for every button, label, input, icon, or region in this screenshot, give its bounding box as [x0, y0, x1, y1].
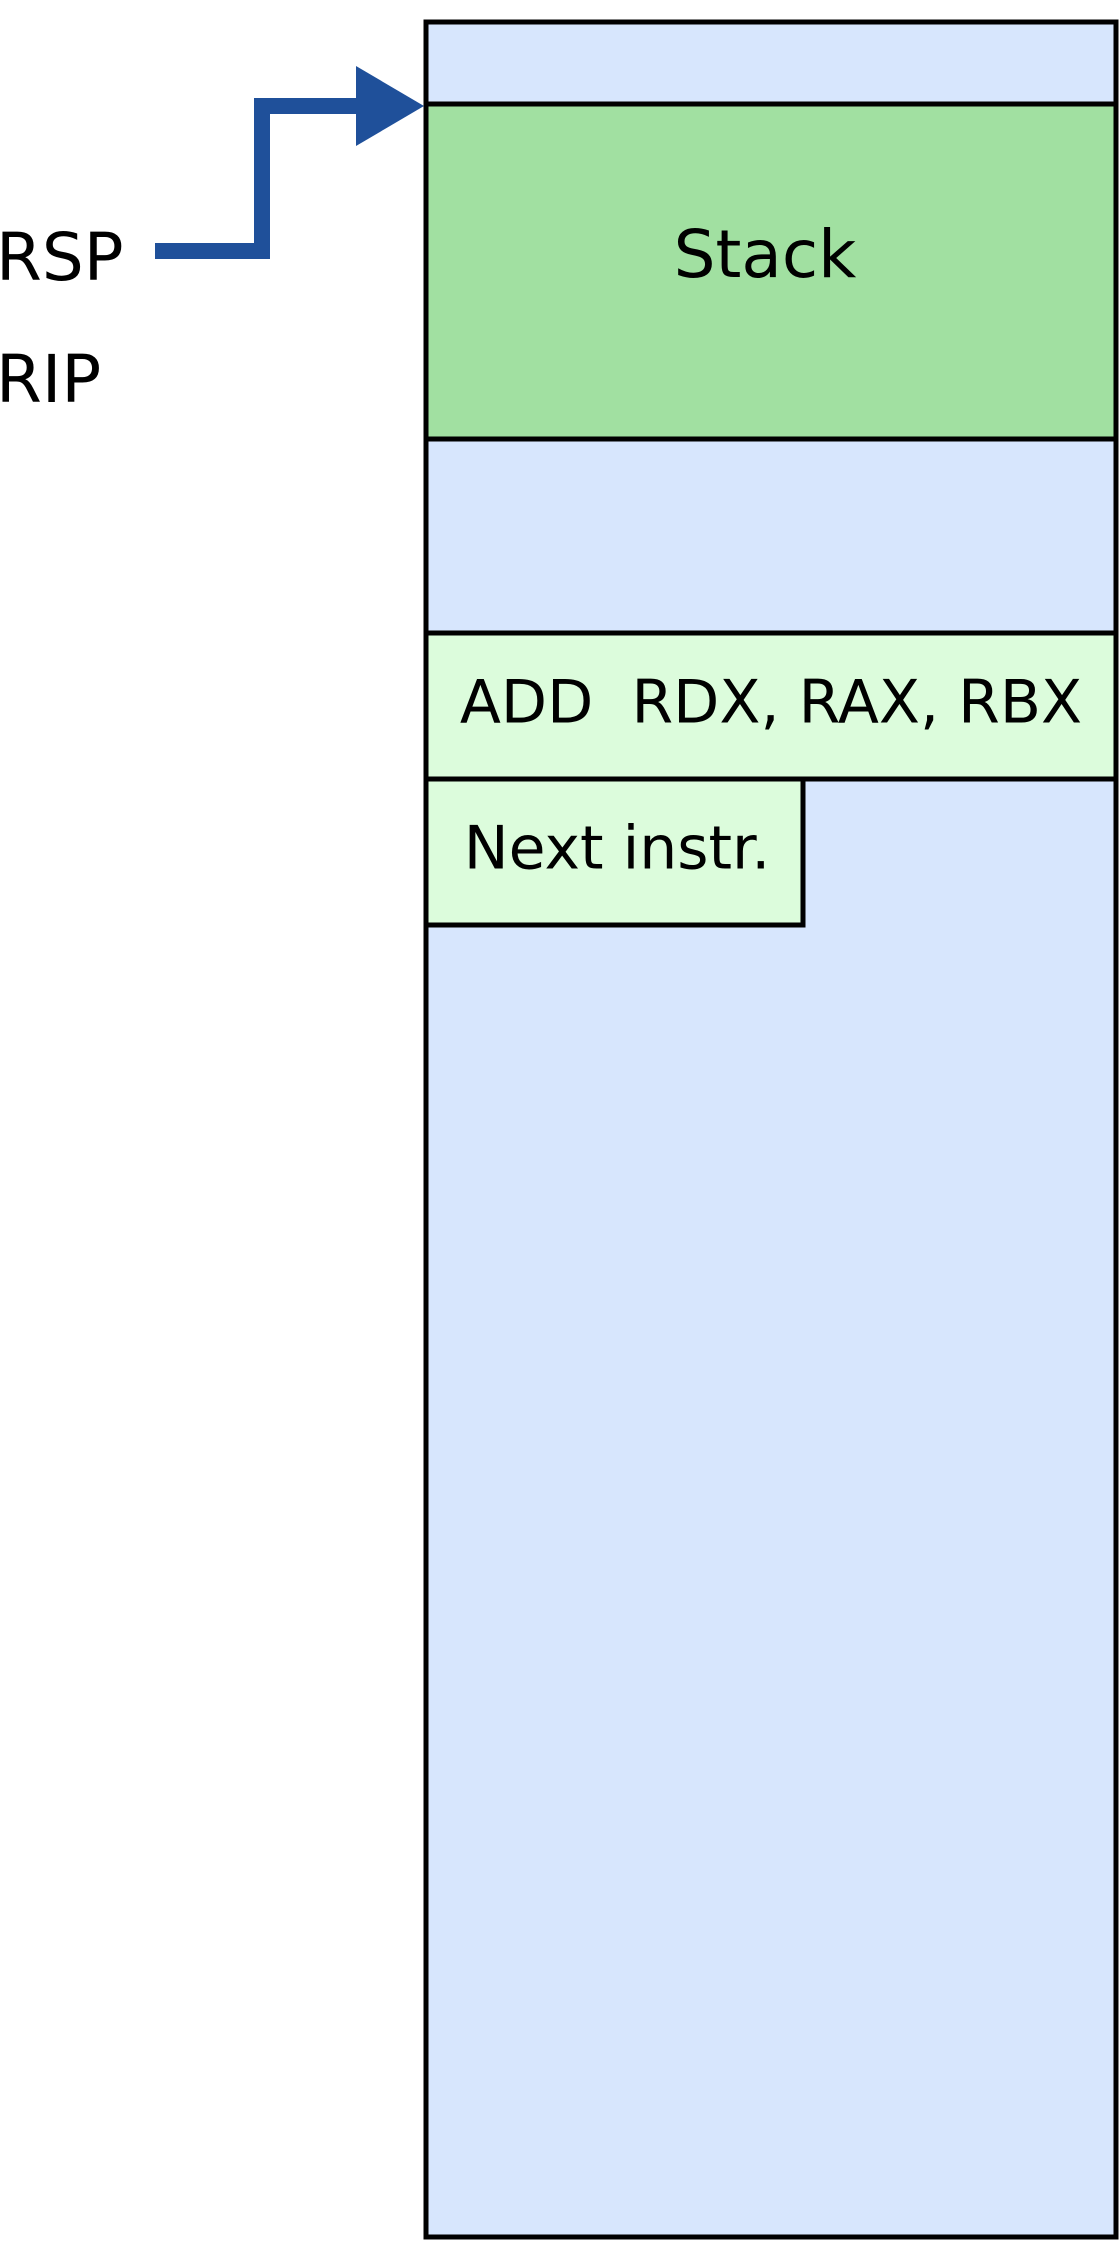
next-instruction-label: Next instr. — [464, 814, 771, 884]
next-instruction-cell — [423, 776, 806, 928]
stack-label: Stack — [674, 216, 858, 293]
rsp-label: RSP — [0, 219, 124, 296]
instruction-cell — [423, 630, 1119, 782]
rsp-pointer-arrow — [155, 98, 362, 259]
stack-segment — [423, 101, 1119, 442]
rip-label: RIP — [0, 341, 101, 418]
instruction-label: ADD RDX, RAX, RBX — [460, 668, 1082, 738]
rsp-pointer-arrowhead — [356, 66, 424, 146]
